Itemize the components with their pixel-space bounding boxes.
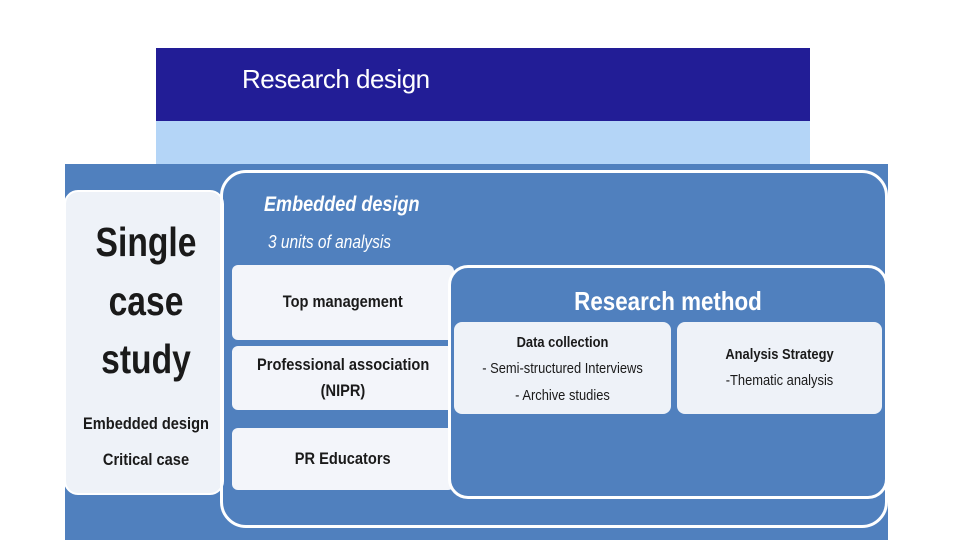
left-title-line-2: case [108,278,184,324]
data-collection-heading: Data collection [516,334,609,351]
left-subtitle-line-2: Critical case [102,450,190,469]
left-subtitle-line-1: Embedded design [83,414,209,433]
unit-box-professional-association: Professional association (NIPR) [232,346,454,410]
unit-label: PR Educators [295,448,391,468]
unit-box-pr-educators: PR Educators [232,428,454,490]
single-case-study-box [64,190,224,495]
unit-label: Professional association [256,354,430,374]
unit-label: (NIPR) [320,381,366,400]
embedded-design-title: Embedded design [264,193,420,216]
unit-box-top-management: Top management [232,265,454,340]
data-collection-card: Data collection - Semi-structured Interv… [454,322,671,414]
title-bar [156,48,810,121]
data-collection-item: - Semi-structured Interviews [482,360,643,378]
analysis-strategy-item: -Thematic analysis [725,372,834,390]
left-title-line-3: study [101,336,191,382]
left-title-line-1: Single [95,219,197,265]
embedded-design-subtitle: 3 units of analysis [268,232,392,252]
analysis-strategy-heading: Analysis Strategy [725,346,834,363]
research-method-title: Research method [574,286,762,316]
analysis-strategy-card: Analysis Strategy -Thematic analysis [677,322,882,414]
title-underband [156,121,810,166]
data-collection-item: - Archive studies [515,386,610,404]
unit-label: Top management [283,292,403,312]
page-title: Research design [242,64,430,94]
